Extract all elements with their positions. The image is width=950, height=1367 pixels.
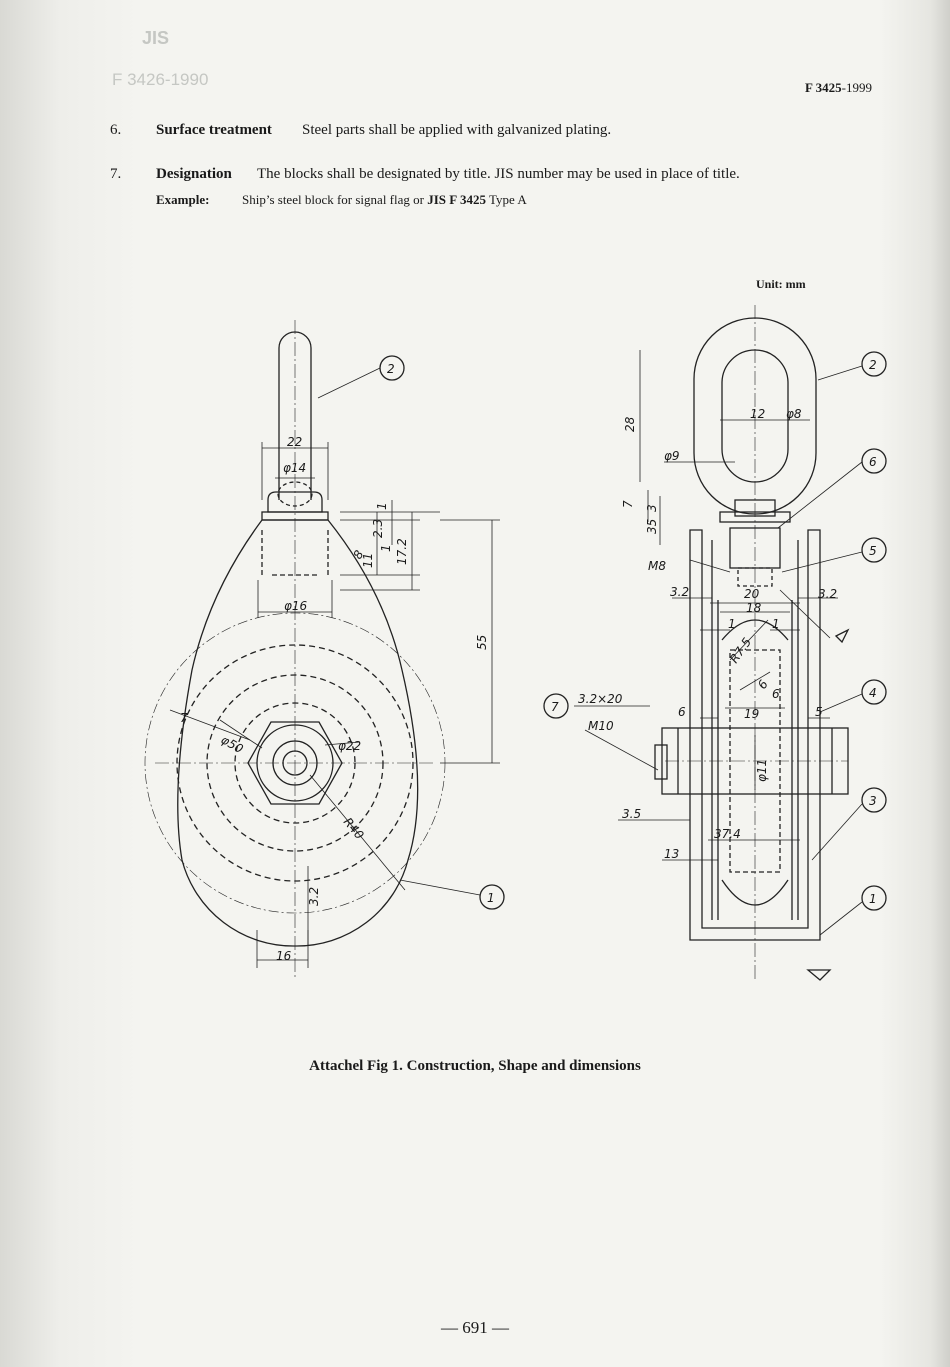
section-text: Steel parts shall be applied with galvan… <box>302 122 612 138</box>
dim-label: 13 <box>664 847 679 861</box>
section-number: 7. <box>110 166 122 182</box>
dim-label: 11 <box>361 553 375 568</box>
header-standard-code: F 3425-1999 <box>805 80 872 96</box>
dim-label: 6 <box>755 677 771 692</box>
page-number: — 691 — <box>441 1318 509 1337</box>
unit-note: Unit: mm <box>756 277 806 291</box>
example-type: Type A <box>485 192 527 207</box>
header-year: -1999 <box>841 80 872 95</box>
example-text: Ship’s steel block for signal flag or <box>242 192 428 207</box>
section-text: The blocks shall be designated by title.… <box>257 166 740 182</box>
left-view <box>144 320 505 980</box>
dim-label: φ9 <box>664 449 680 463</box>
dim-label: 1 <box>728 617 736 631</box>
dim-label: φ50 <box>219 732 246 756</box>
right-view <box>543 305 887 981</box>
dim-label: 3.2 <box>307 887 321 906</box>
dim-label: φ14 <box>283 461 306 475</box>
header-code: F 3425 <box>804 80 842 95</box>
dim-label: 3.5 <box>622 807 641 821</box>
dim-label: 6 <box>772 687 780 701</box>
dim-label: 37.4 <box>714 827 741 841</box>
dim-label: 12 <box>750 407 765 421</box>
callout-7-label: 7 <box>551 700 559 714</box>
dim-label: 3.2×20 <box>578 692 623 706</box>
figure-caption: Attachel Fig 1. Construction, Shape and … <box>309 1058 641 1074</box>
dim-label: 28 <box>623 416 637 432</box>
callout-6-label: 6 <box>869 455 877 469</box>
section-number: 6. <box>110 122 122 138</box>
dim-label: 7 <box>621 500 635 508</box>
callout-5-label: 5 <box>869 544 877 558</box>
callout-4-label: 4 <box>869 686 877 700</box>
example-label: Example: <box>156 192 210 207</box>
dim-label: M10 <box>588 719 614 733</box>
bleed-through-jis: JIS <box>142 28 170 48</box>
dim-label: 17.2 <box>395 538 409 565</box>
dim-label: 22 <box>287 435 302 449</box>
dim-label: 3.2 <box>670 585 689 599</box>
dim-label: 20 <box>744 587 760 601</box>
dim-label: 1 <box>375 502 389 510</box>
dim-label: M8 <box>648 559 666 573</box>
callout-2-label: 2 <box>387 362 395 376</box>
callout-1-label: 1 <box>487 891 495 905</box>
designation-example: Example: Ship’s steel block for signal fl… <box>156 192 527 208</box>
callout-3-label: 3 <box>869 794 877 808</box>
dim-label: 7 <box>180 711 188 725</box>
bleed-through-code: F 3426-1990 <box>112 70 209 89</box>
example-jis-number: JIS F 3425 <box>427 192 486 207</box>
dim-label: 1 <box>772 617 780 631</box>
dim-label: 55 <box>475 635 489 650</box>
left-view-dimension-labels: 22 φ14 1 2.3 1 11 8 17.2 φ16 55 7 φ50 φ2… <box>180 435 489 963</box>
dim-label: φ8 <box>786 407 802 421</box>
section-title: Designation <box>156 166 232 182</box>
dim-label: φ11 <box>755 759 769 782</box>
dim-label: 3.2 <box>818 587 837 601</box>
section-title: Surface treatment <box>156 122 272 138</box>
part-callouts: 1 1 2 2 3 4 5 6 7 <box>387 358 877 906</box>
dim-label: 3 <box>645 504 659 512</box>
dim-label: 1 <box>379 544 393 552</box>
dim-label: 5 <box>815 705 823 719</box>
callout-2-label: 2 <box>869 358 877 372</box>
dim-label: 6 <box>678 705 686 719</box>
dim-label: φ22 <box>338 739 361 753</box>
callout-1-label: 1 <box>869 892 877 906</box>
dim-label: 16 <box>276 949 292 963</box>
dim-label: φ16 <box>284 599 308 613</box>
dim-label: 19 <box>744 707 759 721</box>
dim-label: 18 <box>746 601 762 615</box>
dim-label: 2.3 <box>371 519 385 538</box>
dim-label: 35 <box>645 519 659 534</box>
